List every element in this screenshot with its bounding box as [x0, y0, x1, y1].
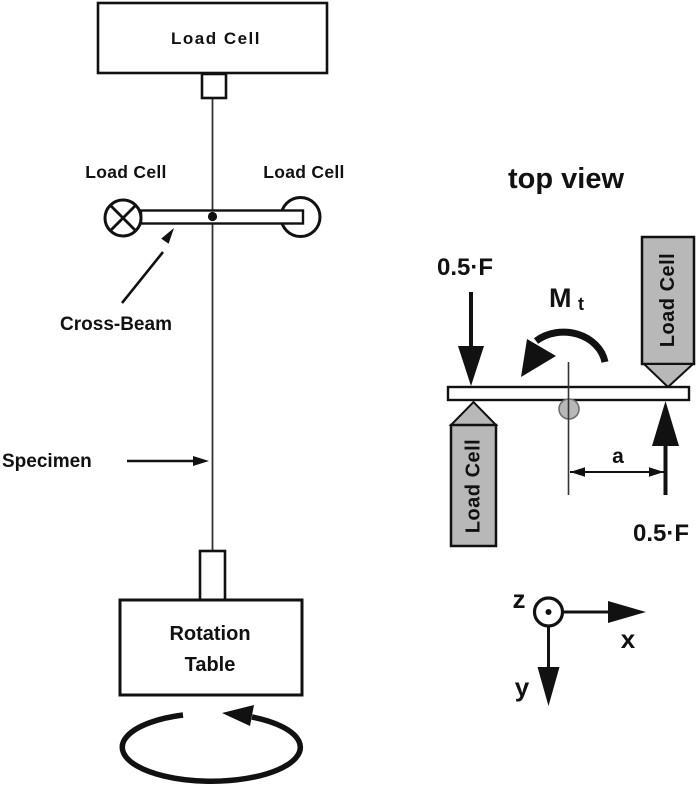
rotation-table-label-line1: Rotation: [169, 623, 250, 645]
force-down-arrowhead-icon: [458, 346, 484, 386]
specimen-arrowhead-icon: [193, 456, 209, 466]
torque-arrowhead-icon: [521, 339, 556, 377]
top-view-title: top view: [508, 163, 624, 195]
beam-pivot-dot: [207, 211, 218, 222]
upper-coupling: [200, 72, 228, 100]
top-view-right-load-cell-box: [640, 235, 696, 366]
cross-beam-label: Cross-Beam: [60, 314, 172, 335]
top-view-left-load-cell-label: Load Cell: [463, 439, 485, 534]
coordinate-system: z x y: [513, 584, 646, 706]
rotation-table-label-line2: Table: [185, 654, 236, 676]
lower-coupling: [198, 549, 227, 603]
y-axis-arrowhead-icon: [537, 667, 560, 706]
moment-subscript: t: [578, 294, 584, 314]
x-axis-arrowhead-icon: [608, 601, 646, 623]
axis-x-label: x: [621, 624, 636, 654]
specimen-label: Specimen: [2, 451, 92, 472]
cross-beam-arrow-line: [120, 251, 165, 304]
rotation-arrowhead-icon: [222, 705, 254, 726]
force-upper-label: 0.5·F: [437, 254, 493, 281]
beam-left-load-cell-label: Load Cell: [85, 162, 166, 182]
axis-z-label: z: [513, 584, 526, 614]
torque-arc: [533, 328, 609, 363]
rotation-table-box: [118, 598, 304, 697]
top-view: top view 0.5·F M t Load Cell Load Cell 0…: [437, 163, 696, 706]
dimension-right-arrowhead-icon: [649, 467, 664, 477]
force-lower-label: 0.5·F: [633, 520, 689, 547]
rotation-ellipse-arc: [119, 712, 303, 784]
top-load-cell-label: Load Cell: [171, 29, 261, 48]
dimension-label: a: [612, 445, 624, 468]
dimension-left-arrowhead-icon: [570, 467, 585, 477]
front-view: Load Cell Load Cell Load Cell Cross-Beam…: [2, 1, 344, 784]
circle-cross-diag-2: [109, 204, 137, 232]
top-view-right-load-cell-label: Load Cell: [657, 253, 679, 348]
cross-beam-arrowhead-icon: [161, 228, 174, 244]
moment-label: M: [549, 283, 572, 313]
z-axis-dot: [545, 609, 552, 615]
top-view-left-load-cell-tip: [448, 400, 499, 426]
beam-right-load-cell-label: Load Cell: [263, 162, 344, 182]
cross-beam-bar: [139, 209, 305, 225]
axis-y-label: y: [515, 672, 530, 702]
top-view-right-load-cell-tip: [641, 363, 696, 389]
top-view-left-load-cell-box: [449, 423, 498, 548]
force-up-arrowhead-icon: [652, 401, 679, 446]
